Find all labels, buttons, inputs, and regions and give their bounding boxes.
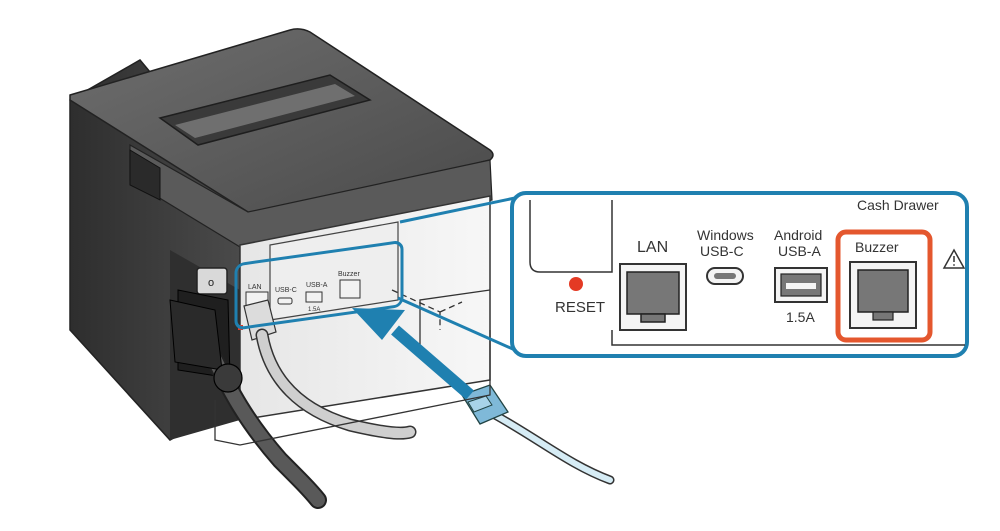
usb-a-line2: USB-A bbox=[778, 243, 821, 259]
power-switch-mark-icon: o bbox=[208, 277, 214, 289]
insert-guide-dashed bbox=[391, 289, 463, 330]
lan-cable-fill bbox=[257, 330, 415, 439]
paper-slot-lip bbox=[175, 84, 355, 138]
small-buzzer-port bbox=[339, 279, 361, 299]
small-usba-label: USB-A bbox=[306, 282, 328, 289]
cash-drawer-label: Cash Drawer bbox=[857, 197, 939, 213]
warning-triangle-icon bbox=[942, 248, 966, 269]
small-usbc-label: USB-C bbox=[275, 287, 297, 294]
callout-leaders bbox=[234, 196, 516, 352]
buzzer-port bbox=[849, 261, 917, 329]
lan-port bbox=[619, 263, 687, 331]
power-plug-ring bbox=[213, 363, 243, 393]
usb-a-port bbox=[774, 267, 828, 303]
printer-stand-outline bbox=[214, 289, 491, 446]
buzzer-highlight bbox=[835, 229, 933, 343]
small-usba-current: 1.5A bbox=[308, 307, 320, 313]
reset-label: RESET bbox=[555, 299, 605, 316]
power-plug bbox=[169, 299, 223, 371]
usb-c-port bbox=[706, 267, 744, 285]
lan-cable-plug bbox=[243, 299, 277, 341]
usb-a-line1: Android bbox=[774, 227, 822, 243]
small-usba-port bbox=[305, 291, 323, 303]
small-usbc-port bbox=[277, 297, 293, 305]
cables bbox=[169, 289, 615, 509]
buzzer-cable-fill bbox=[492, 412, 613, 483]
printer-left-notch bbox=[129, 149, 161, 201]
callout-inner-outline bbox=[529, 200, 613, 273]
callout-panel: RESET LAN Windows USB-C Android USB-A 1.… bbox=[510, 191, 969, 358]
small-buzzer-label: Buzzer bbox=[338, 271, 360, 278]
callout-inner-bottom bbox=[611, 330, 965, 346]
usb-c-line1: Windows bbox=[697, 227, 754, 243]
printer-port-panel: LAN USB-C USB-A 1.5A Buzzer bbox=[238, 271, 361, 330]
insert-arrow-icon bbox=[352, 308, 474, 400]
small-lan-label: LAN bbox=[248, 284, 262, 291]
usb-a-current: 1.5A bbox=[786, 309, 815, 325]
lan-label: LAN bbox=[637, 239, 668, 256]
reset-led bbox=[569, 277, 583, 291]
buzzer-label: Buzzer bbox=[855, 239, 899, 255]
power-switch[interactable] bbox=[196, 267, 228, 295]
rj-connector-latch bbox=[467, 395, 493, 413]
usb-c-line2: USB-C bbox=[700, 243, 744, 259]
